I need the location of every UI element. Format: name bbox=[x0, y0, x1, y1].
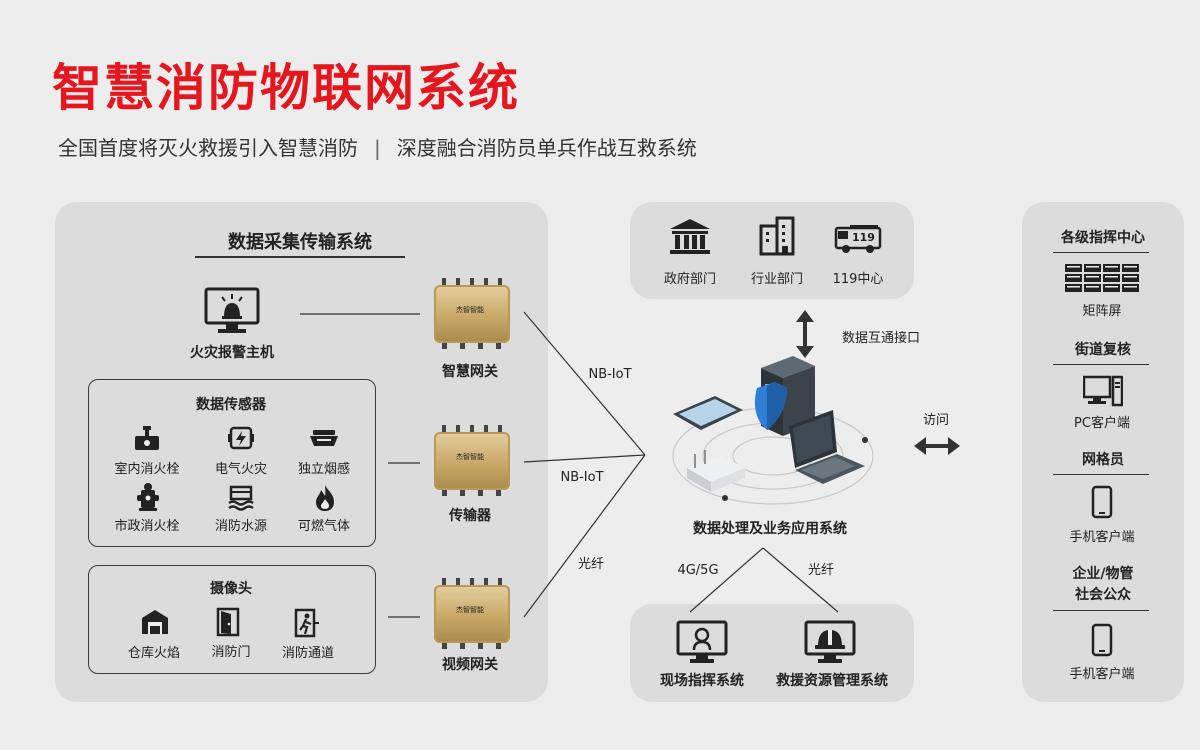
mobile-phone-icon bbox=[1091, 623, 1113, 657]
gateway-logo: 杰智智能 bbox=[456, 453, 484, 461]
gateway-logo: 杰智智能 bbox=[456, 306, 484, 314]
right-section-1-item: 矩阵屏 bbox=[1082, 304, 1122, 319]
camera-label-1: 仓库火焰 bbox=[127, 646, 180, 661]
right-rule-2 bbox=[1053, 364, 1149, 365]
right-rule-4 bbox=[1053, 610, 1149, 611]
cameras-title: 摄像头 bbox=[210, 581, 252, 597]
right-section-3-item: 手机客户端 bbox=[1069, 530, 1135, 545]
link-data-interface: 数据互通接口 bbox=[841, 331, 920, 346]
right-rule-1 bbox=[1053, 252, 1149, 253]
office-building-icon bbox=[759, 216, 795, 256]
gateway-label-3: 视频网关 bbox=[442, 657, 498, 673]
sensors-box bbox=[88, 379, 376, 547]
left-panel-title: 数据采集传输系统 bbox=[228, 232, 372, 253]
fire-truck-icon: 119 bbox=[834, 224, 882, 254]
right-section-4-title-line1: 企业/物管 bbox=[1072, 566, 1134, 582]
camera-label-3: 消防通道 bbox=[281, 646, 334, 661]
right-rule-3 bbox=[1053, 474, 1149, 475]
core-system-label: 数据处理及业务应用系统 bbox=[693, 521, 847, 537]
link-fiber-2: 光纤 bbox=[807, 563, 834, 578]
sensor-label-1: 室内消火栓 bbox=[114, 462, 180, 477]
matrix-screen-icon bbox=[1065, 264, 1139, 292]
right-section-2-title: 街道复核 bbox=[1075, 342, 1131, 358]
sensor-label-2: 电气火灾 bbox=[214, 462, 267, 477]
subtitle-separator: | bbox=[374, 136, 381, 160]
right-section-4-item: 手机客户端 bbox=[1069, 667, 1135, 682]
right-section-2-item: PC客户端 bbox=[1074, 416, 1130, 431]
link-4g5g: 4G/5G bbox=[677, 563, 719, 578]
link-nbiot-1: NB-IoT bbox=[588, 367, 632, 382]
right-section-1-title: 各级指挥中心 bbox=[1061, 230, 1145, 246]
hydrant-indoor-icon bbox=[135, 426, 159, 450]
flame-icon bbox=[316, 485, 334, 511]
camera-label-2: 消防门 bbox=[211, 645, 251, 660]
data-center-illustration bbox=[672, 356, 874, 505]
smoke-detector-icon bbox=[310, 430, 338, 446]
cameras-box bbox=[88, 565, 376, 674]
link-nbiot-2: NB-IoT bbox=[560, 470, 604, 485]
fire-exit-icon bbox=[294, 608, 319, 638]
right-section-3-title: 网格员 bbox=[1082, 452, 1124, 468]
video-gateway-device: 杰智智能 bbox=[434, 578, 510, 649]
hydrant-outdoor-icon bbox=[137, 483, 159, 511]
truck-number: 119 bbox=[852, 231, 875, 244]
top-item-3: 119中心 bbox=[832, 272, 884, 287]
sensor-label-3: 独立烟感 bbox=[297, 462, 350, 477]
electric-fire-icon bbox=[228, 426, 254, 450]
water-source-icon bbox=[228, 485, 254, 511]
smart-gateway-device: 杰智智能 bbox=[434, 278, 510, 349]
link-access: 访问 bbox=[922, 413, 949, 428]
page-title: 智慧消防物联网系统 bbox=[52, 59, 520, 117]
alarm-monitor-icon bbox=[204, 287, 260, 333]
fire-door-icon bbox=[216, 607, 240, 637]
right-section-4-title-line2: 社会公众 bbox=[1075, 587, 1131, 603]
gateway-label-2: 传输器 bbox=[449, 508, 491, 524]
link-fiber: 光纤 bbox=[577, 557, 604, 572]
warehouse-icon bbox=[142, 610, 168, 634]
government-building-icon bbox=[670, 219, 710, 254]
subtitle-left: 全国首度将灭火救援引入智慧消防 bbox=[58, 136, 358, 160]
fire-host-label: 火灾报警主机 bbox=[190, 345, 274, 361]
sensor-label-6: 可燃气体 bbox=[297, 519, 350, 534]
command-monitor-icon bbox=[676, 620, 728, 663]
top-item-2: 行业部门 bbox=[750, 272, 803, 287]
subtitle-right: 深度融合消防员单兵作战互救系统 bbox=[396, 136, 697, 160]
bottom-item-2: 救援资源管理系统 bbox=[776, 673, 888, 689]
sensor-label-4: 市政消火栓 bbox=[114, 519, 180, 534]
page-subtitle: 全国首度将灭火救援引入智慧消防 | 深度融合消防员单兵作战互救系统 bbox=[58, 134, 697, 162]
sensors-title: 数据传感器 bbox=[196, 397, 266, 413]
transmitter-device: 杰智智能 bbox=[434, 425, 510, 496]
top-item-1: 政府部门 bbox=[663, 272, 716, 287]
mobile-phone-icon bbox=[1091, 485, 1113, 519]
left-title-rule bbox=[195, 256, 405, 258]
pc-icon bbox=[1083, 375, 1123, 407]
bottom-item-1: 现场指挥系统 bbox=[660, 673, 744, 689]
gateway-logo: 杰智智能 bbox=[456, 606, 484, 614]
rescue-helmet-monitor-icon bbox=[804, 620, 856, 663]
gateway-label-1: 智慧网关 bbox=[442, 364, 498, 380]
sensor-label-5: 消防水源 bbox=[214, 519, 267, 534]
